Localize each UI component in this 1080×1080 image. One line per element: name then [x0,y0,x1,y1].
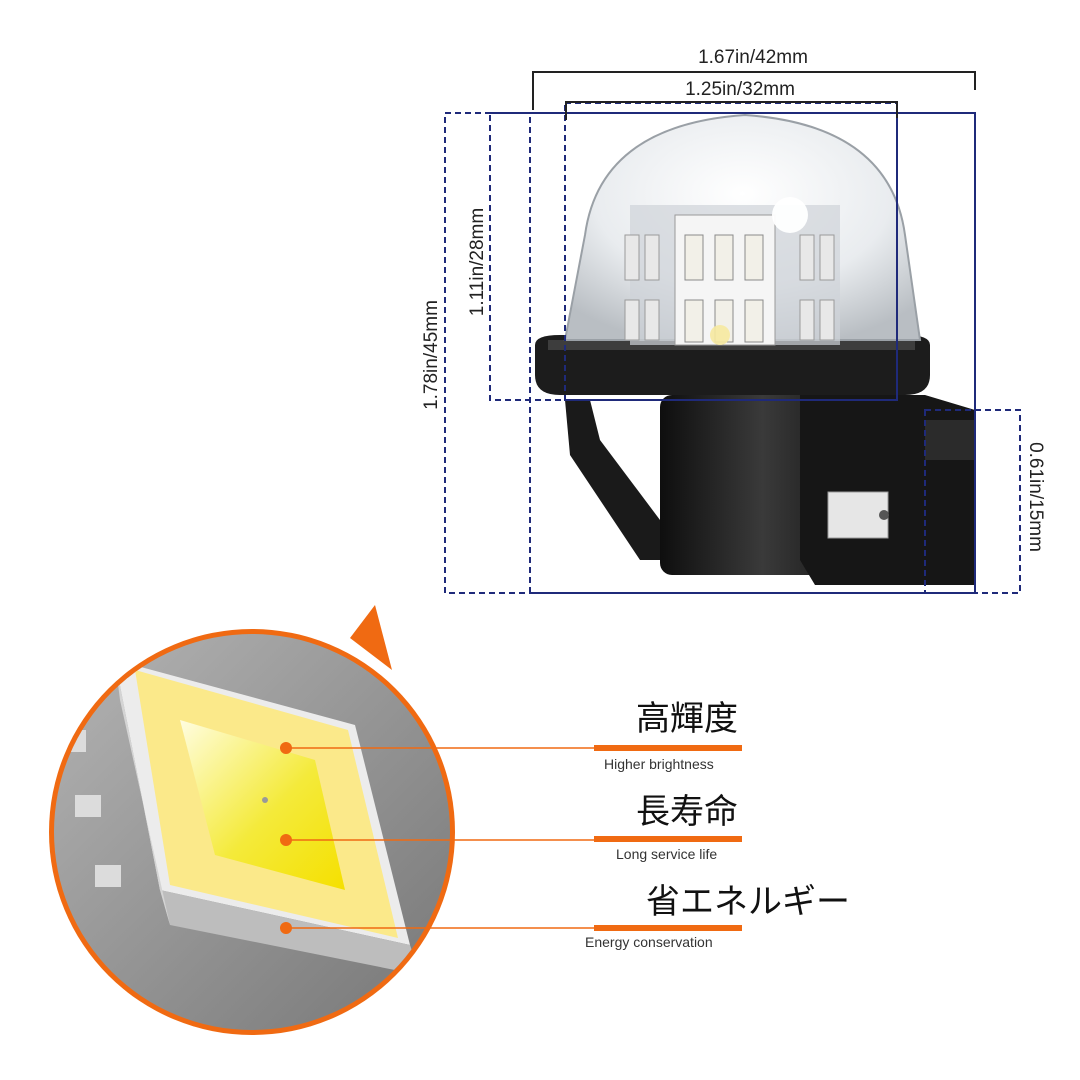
dimension-depth-connector: 0.61in/15mm [1025,442,1046,552]
feature-underline [594,745,742,751]
feature-title: 長寿命 [636,792,738,832]
dimension-height-total: 1.78in/45mm [421,300,442,410]
indicator-dot-brightness [280,742,292,754]
dimension-width-outer: 1.67in/42mm [698,47,808,68]
dimension-width-inner: 1.25in/32mm [685,79,795,100]
feature-title: 高輝度 [636,699,738,739]
feature-subtitle: Long service life [616,846,718,862]
dimension-height-lens: 1.11in/28mm [467,208,488,316]
indicator-dot-energy [280,922,292,934]
dimension-lines [532,71,976,120]
indicator-dot-lifespan [280,834,292,846]
pointer-triangle [350,605,392,670]
feature-title: 省エネルギー [646,882,850,922]
lamp-housing [565,395,975,585]
lamp-led-chips [624,197,835,345]
feature-underline [594,836,742,842]
feature-subtitle: Energy conservation [585,934,713,950]
feature-subtitle: Higher brightness [604,756,714,772]
led-chip-closeup [49,605,455,1035]
product-dimension-diagram: 1.67in/42mm 1.25in/32mm 1.78in/45mm 1.11… [421,47,1046,594]
lamp-clear-dome [563,113,922,346]
feature-underline [594,925,742,931]
